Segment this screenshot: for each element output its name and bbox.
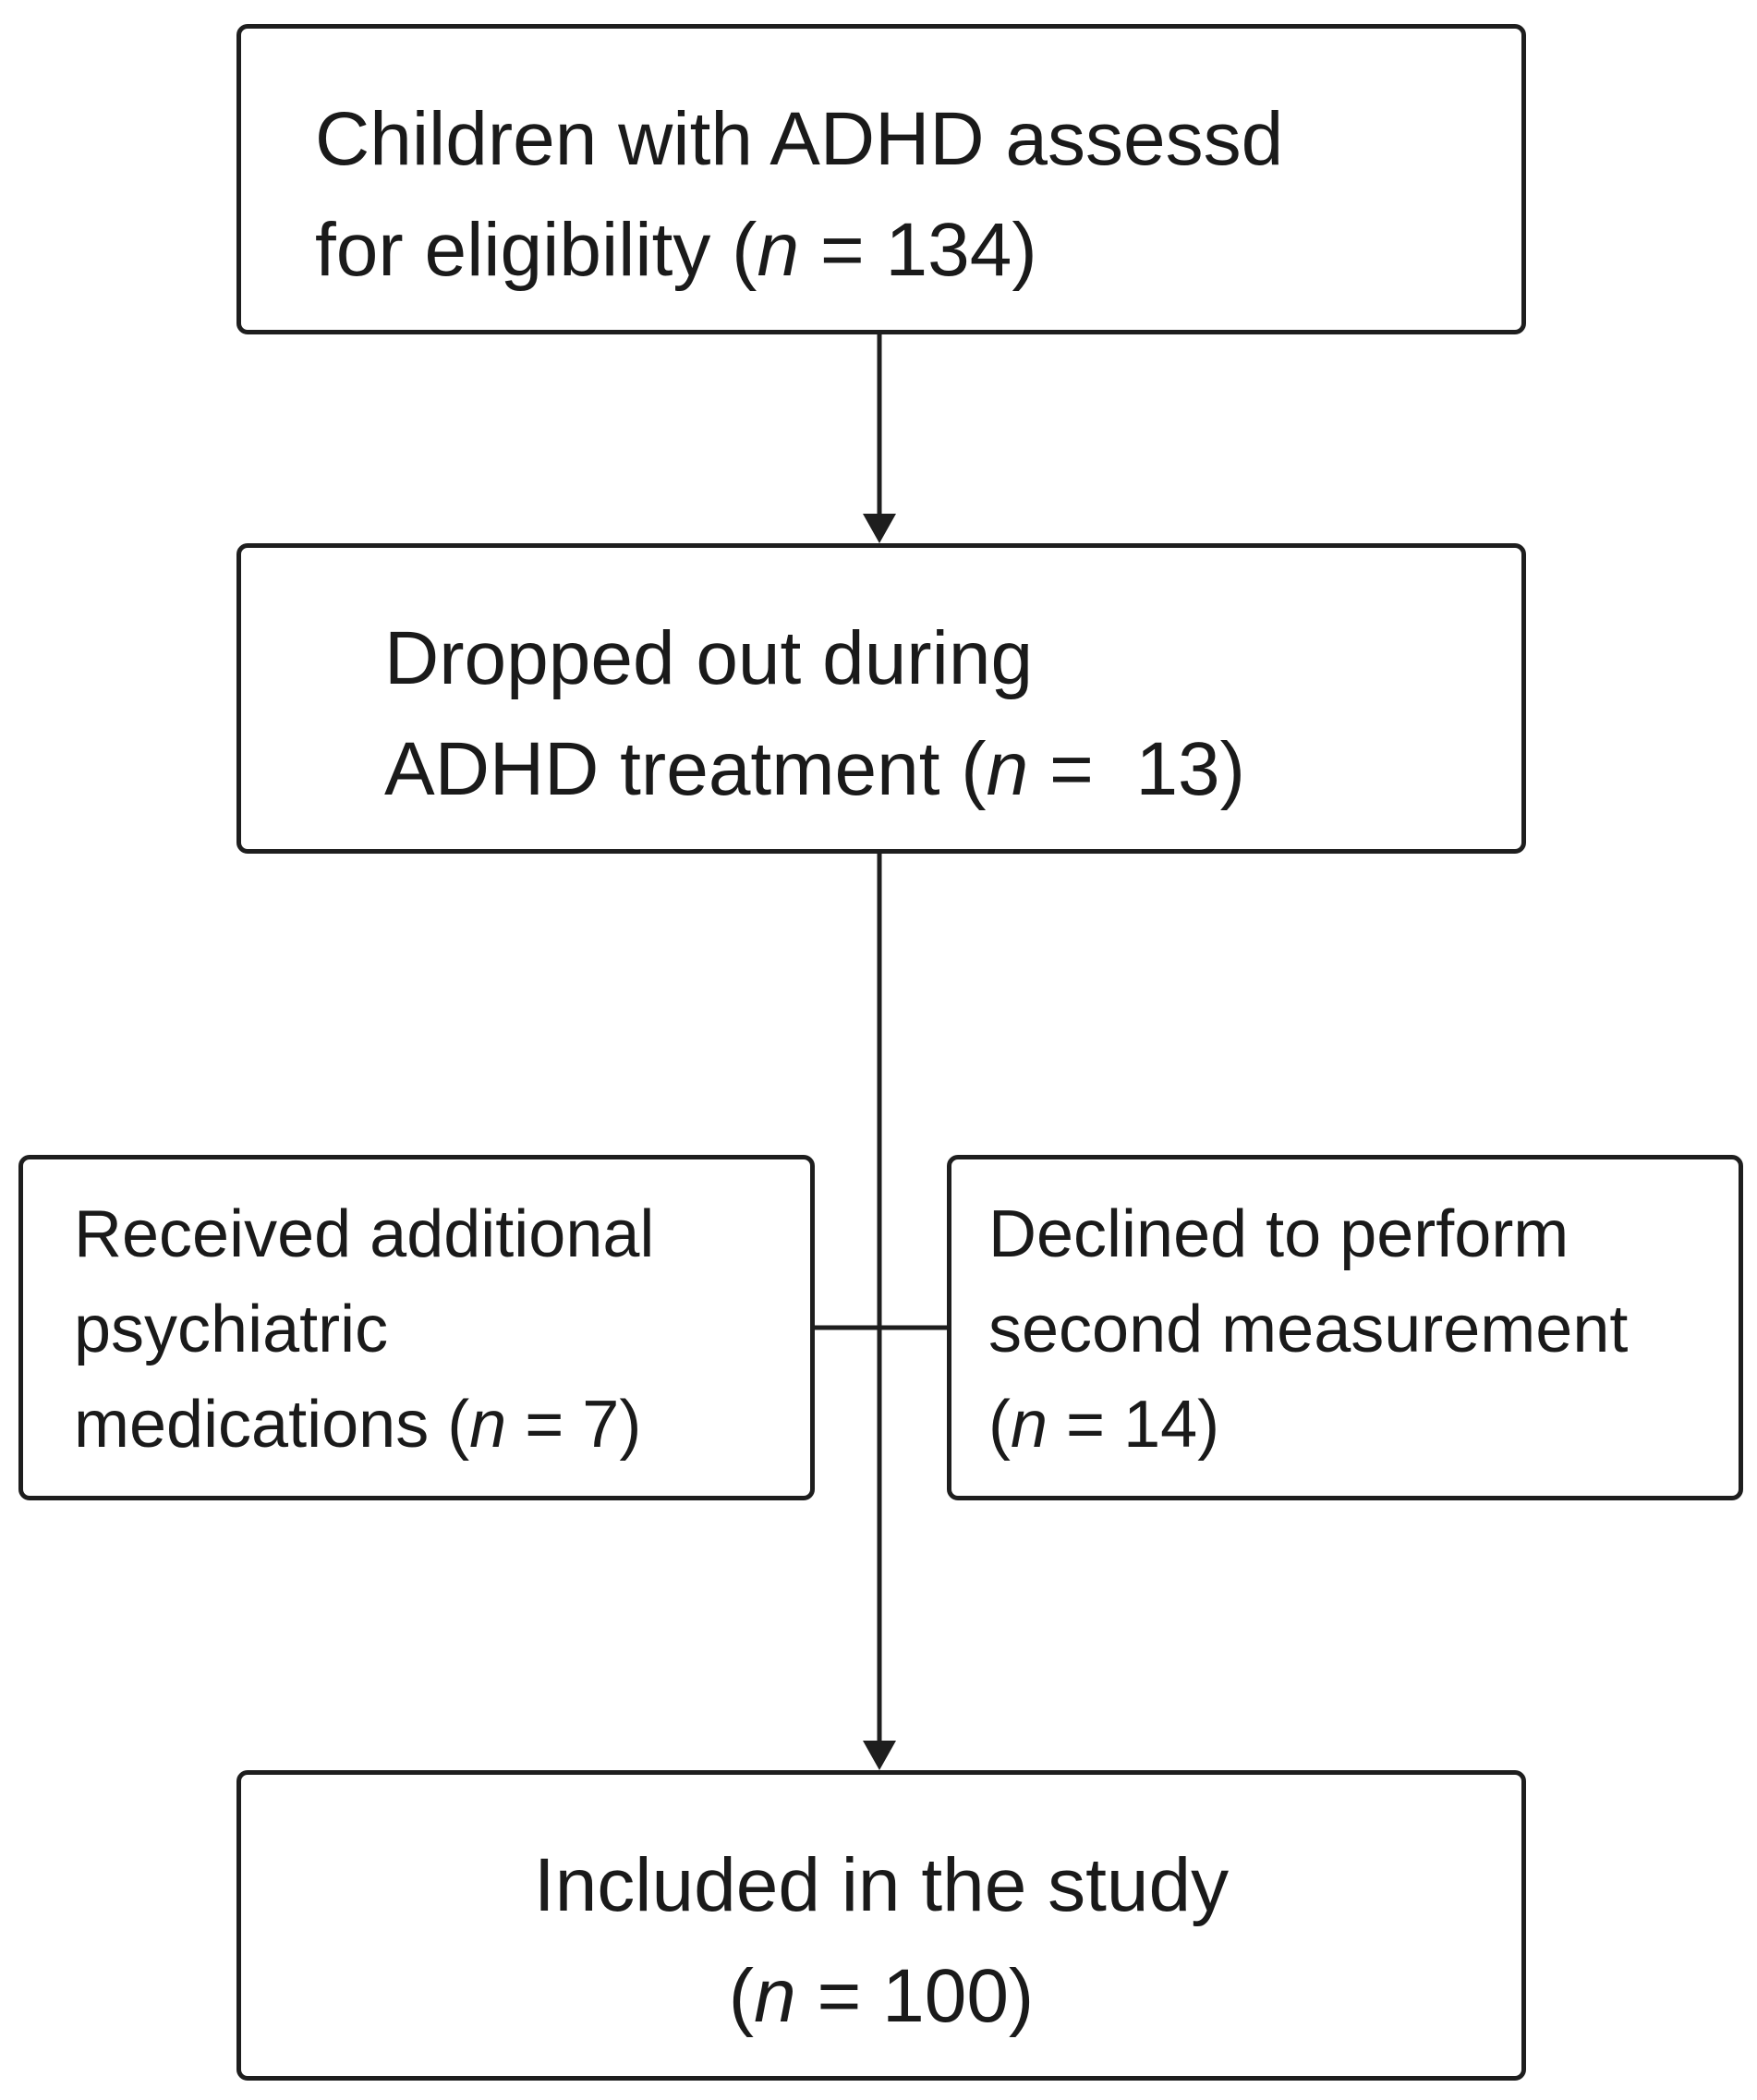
meds-box-line-1: Received additional bbox=[74, 1197, 655, 1271]
meds-box-line-3: medications (n = 7) bbox=[74, 1388, 642, 1462]
arrowhead-to-dropped bbox=[863, 514, 896, 543]
declined-measurement-box: Declined to perform second measurement (… bbox=[947, 1155, 1743, 1500]
assessed-box-line-2: for eligibility (n = 134) bbox=[315, 208, 1037, 292]
declined-box-line-3: (n = 14) bbox=[988, 1388, 1220, 1462]
meds-box-line-2: psychiatric bbox=[74, 1293, 389, 1366]
additional-medications-box: Received additional psychiatric medicati… bbox=[18, 1155, 815, 1500]
dropped-box-line-1: Dropped out during bbox=[384, 616, 1034, 700]
declined-box-line-1: Declined to perform bbox=[988, 1197, 1569, 1271]
declined-box-line-2: second measurement bbox=[988, 1293, 1629, 1366]
dropped-box-line-2: ADHD treatment (n = 13) bbox=[384, 727, 1245, 811]
dropped-out-box: Dropped out during ADHD treatment (n = 1… bbox=[236, 543, 1526, 854]
assessed-for-eligibility-box: Children with ADHD assessd for eligibili… bbox=[236, 24, 1526, 334]
included-box-line-2: (n = 100) bbox=[728, 1954, 1035, 2038]
assessed-box-line-1: Children with ADHD assessd bbox=[315, 97, 1284, 181]
arrowhead-to-included bbox=[863, 1741, 896, 1770]
included-box-line-1: Included in the study bbox=[533, 1843, 1230, 1927]
included-in-study-box: Included in the study (n = 100) bbox=[236, 1770, 1526, 2081]
